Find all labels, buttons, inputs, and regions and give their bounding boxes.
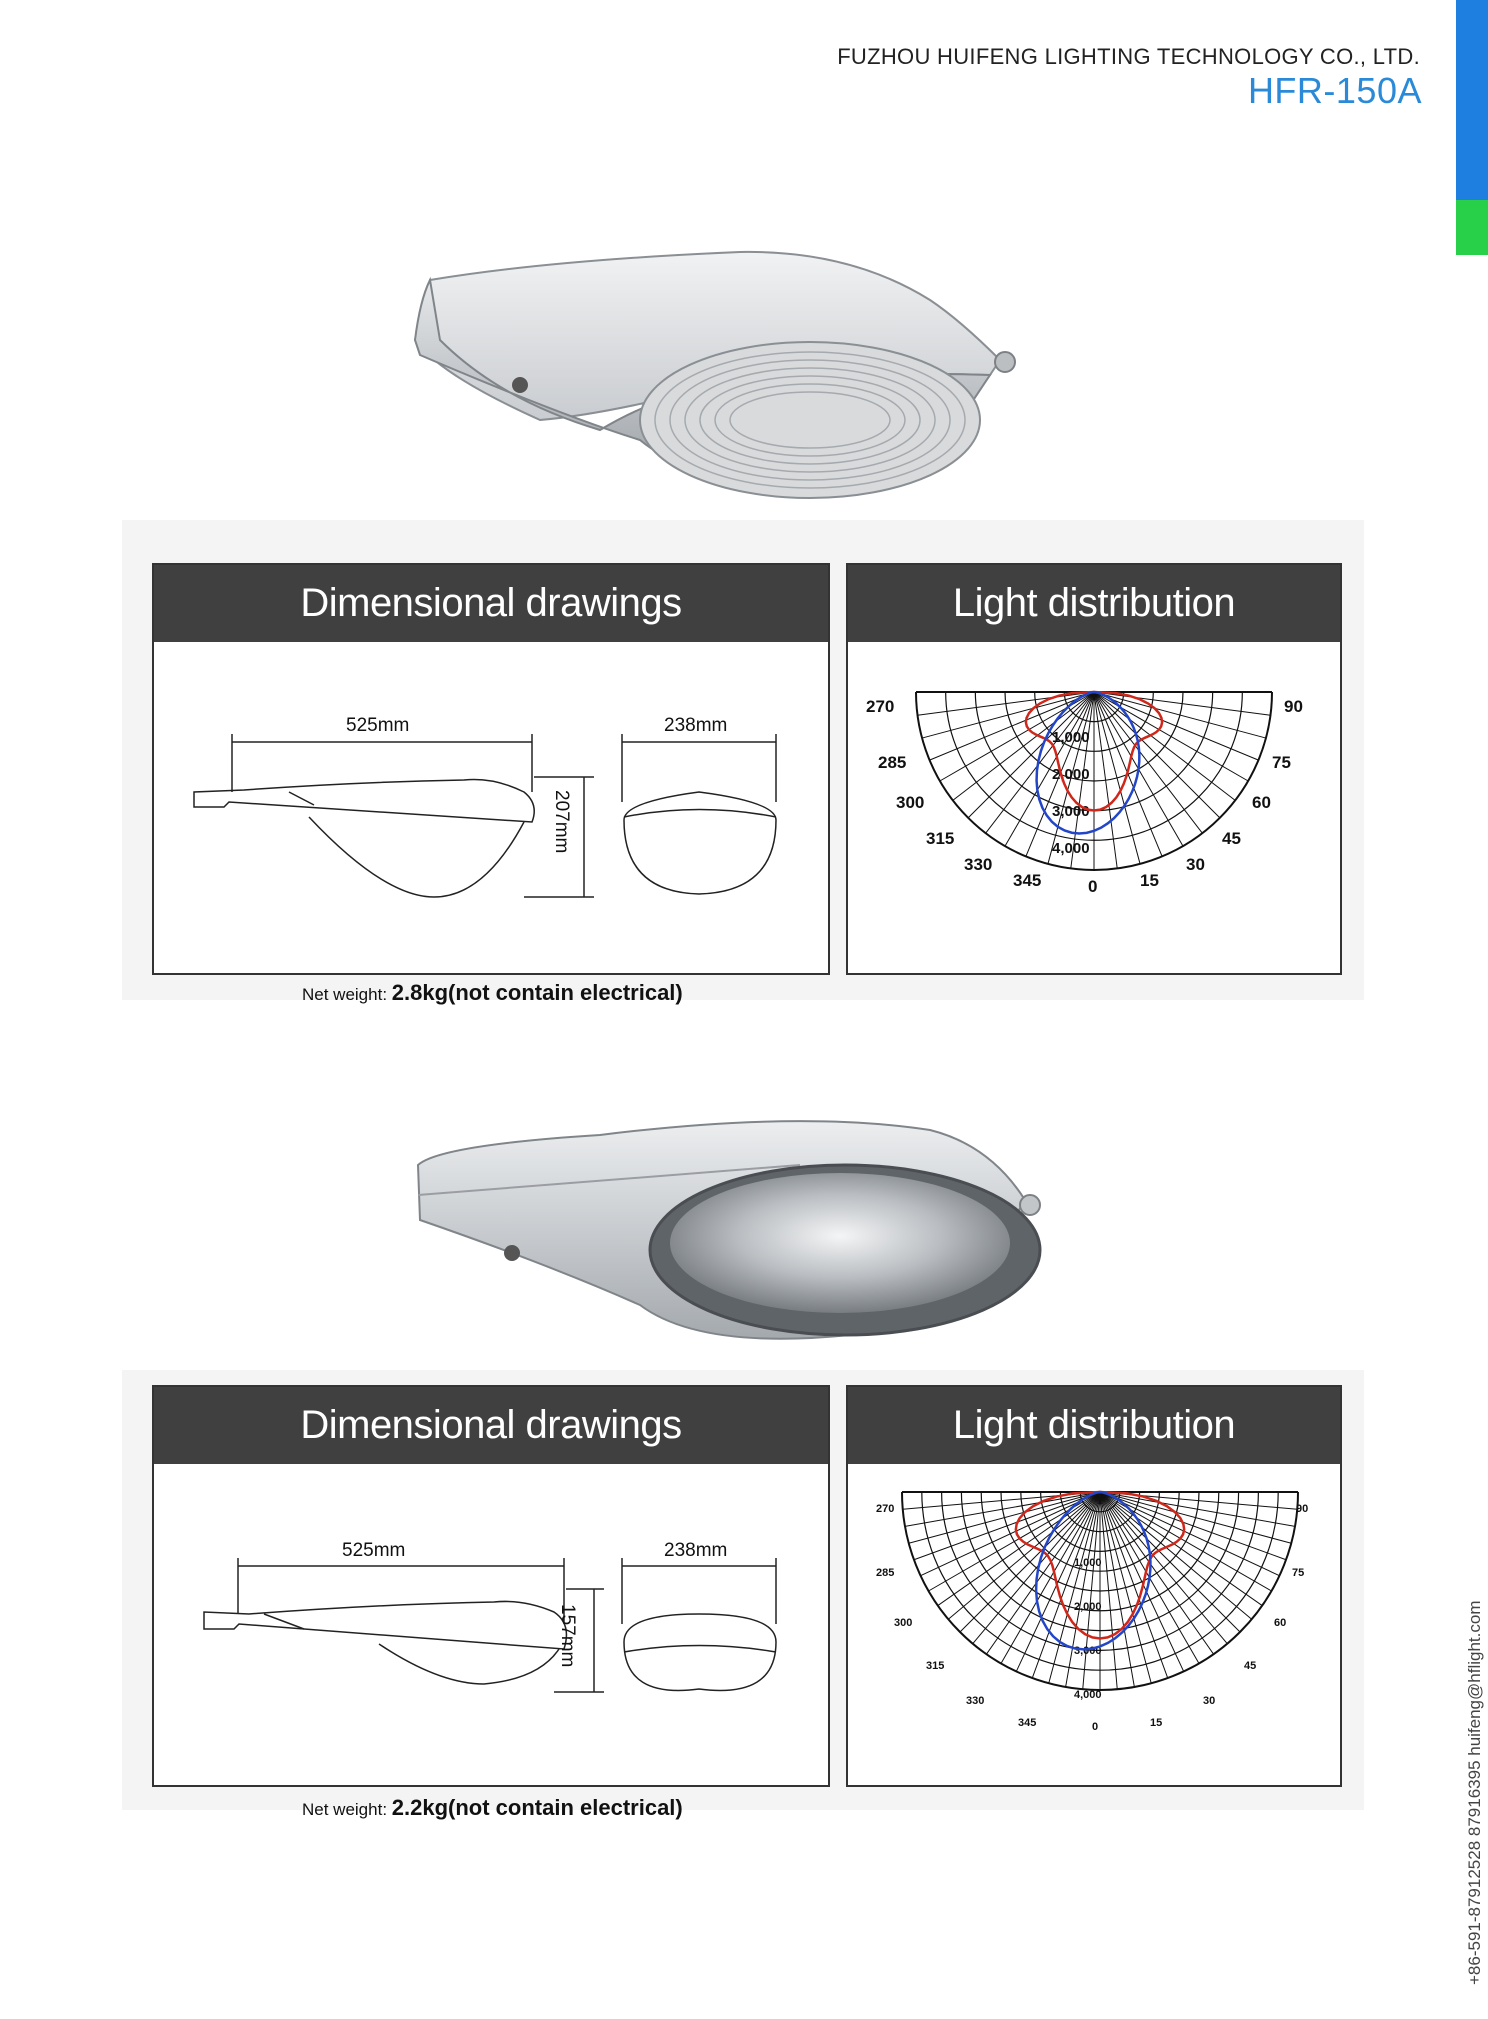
angle-60: 60	[1252, 793, 1271, 812]
radial-3000: 3,000	[1052, 803, 1090, 820]
angle-315: 315	[926, 829, 954, 848]
radial-4000: 4,000	[1074, 1689, 1102, 1701]
light-distribution-panel: Light distribution 270 285 300 315 330 3…	[846, 1385, 1342, 1787]
radial-1000: 1,000	[1074, 1557, 1102, 1569]
dimensional-drawing: 525mm 238mm 207mm	[193, 715, 777, 898]
model-number: HFR-150A	[1247, 70, 1422, 111]
intensity-curve-blue	[1034, 1490, 1152, 1651]
street-lamp-prismatic-lens-icon	[413, 250, 1016, 499]
angle-345: 345	[1018, 1717, 1036, 1729]
angle-90: 90	[1296, 1503, 1308, 1515]
radial-2000: 2,000	[1052, 766, 1090, 783]
company-name: FUZHOU HUIFENG LIGHTING TECHNOLOGY CO., …	[837, 44, 1420, 69]
distribution-title: Light distribution	[848, 565, 1340, 642]
contact-info: +86-591-87912528 87916395 huifeng@hfligh…	[1465, 1600, 1484, 1985]
angle-60: 60	[1274, 1617, 1286, 1629]
angle-270: 270	[876, 1503, 894, 1515]
angle-75: 75	[1292, 1567, 1304, 1579]
length-label: 525mm	[342, 1540, 405, 1561]
angle-315: 315	[926, 1660, 944, 1672]
polar-chart: 270 285 300 315 330 345 90 75 60 45 30 1…	[866, 690, 1303, 896]
angle-90: 90	[1284, 697, 1303, 716]
angle-45: 45	[1222, 829, 1241, 848]
dimensional-panel: Dimensional drawings 525mm 238mm 157mm	[152, 1385, 830, 1787]
length-label: 525mm	[346, 715, 409, 736]
dimensional-title: Dimensional drawings	[154, 565, 828, 642]
intensity-curve-blue	[1035, 690, 1141, 835]
dimensional-drawing: 525mm 238mm 157mm	[203, 1540, 777, 1693]
width-label: 238mm	[664, 1540, 727, 1561]
dimensional-title: Dimensional drawings	[154, 1387, 828, 1464]
angle-75: 75	[1272, 753, 1291, 772]
light-distribution-panel: Light distribution 270 285 300 315 330 3…	[846, 563, 1342, 975]
height-label: 207mm	[551, 790, 572, 853]
net-weight: Net weight: 2.8kg(not contain electrical…	[302, 980, 683, 1006]
angle-0: 0	[1088, 877, 1097, 896]
distribution-title: Light distribution	[848, 1387, 1340, 1464]
radial-2000: 2,000	[1074, 1601, 1102, 1613]
angle-45: 45	[1244, 1660, 1256, 1672]
angle-300: 300	[894, 1617, 912, 1629]
net-weight-value: 2.2kg(not contain electrical)	[391, 1795, 683, 1820]
angle-0: 0	[1092, 1721, 1098, 1733]
angle-345: 345	[1013, 871, 1041, 890]
net-weight-value: 2.8kg(not contain electrical)	[391, 980, 683, 1005]
angle-30: 30	[1186, 855, 1205, 874]
accent-bar-green	[1456, 200, 1488, 255]
net-weight-label: Net weight:	[302, 985, 388, 1004]
height-label: 157mm	[557, 1604, 578, 1667]
angle-330: 330	[966, 1695, 984, 1707]
intensity-curve-red	[1024, 690, 1164, 812]
angle-30: 30	[1203, 1695, 1215, 1707]
intensity-curve-red	[1014, 1490, 1186, 1640]
angle-285: 285	[878, 753, 906, 772]
accent-bar-blue	[1456, 0, 1488, 200]
angle-300: 300	[896, 793, 924, 812]
radial-4000: 4,000	[1052, 840, 1090, 857]
angle-270: 270	[866, 697, 894, 716]
angle-15: 15	[1140, 871, 1159, 890]
polar-chart: 270 285 300 315 330 345 90 75 60 45 30 1…	[876, 1490, 1308, 1733]
radial-1000: 1,000	[1052, 729, 1090, 746]
angle-285: 285	[876, 1567, 894, 1579]
angle-15: 15	[1150, 1717, 1162, 1729]
net-weight-label: Net weight:	[302, 1800, 388, 1819]
angle-330: 330	[964, 855, 992, 874]
polar-grid	[901, 1491, 1299, 1691]
width-label: 238mm	[664, 715, 727, 736]
net-weight: Net weight: 2.2kg(not contain electrical…	[302, 1795, 683, 1821]
spec-section-2: Dimensional drawings 525mm 238mm 157mm L…	[122, 1370, 1364, 1820]
spec-section-1: Dimensional drawings 525mm 238mm 207mm L…	[122, 520, 1364, 1005]
dimensional-panel: Dimensional drawings 525mm 238mm 207mm	[152, 563, 830, 975]
polar-grid	[915, 691, 1273, 871]
street-lamp-clear-glass-icon	[416, 1120, 1042, 1340]
